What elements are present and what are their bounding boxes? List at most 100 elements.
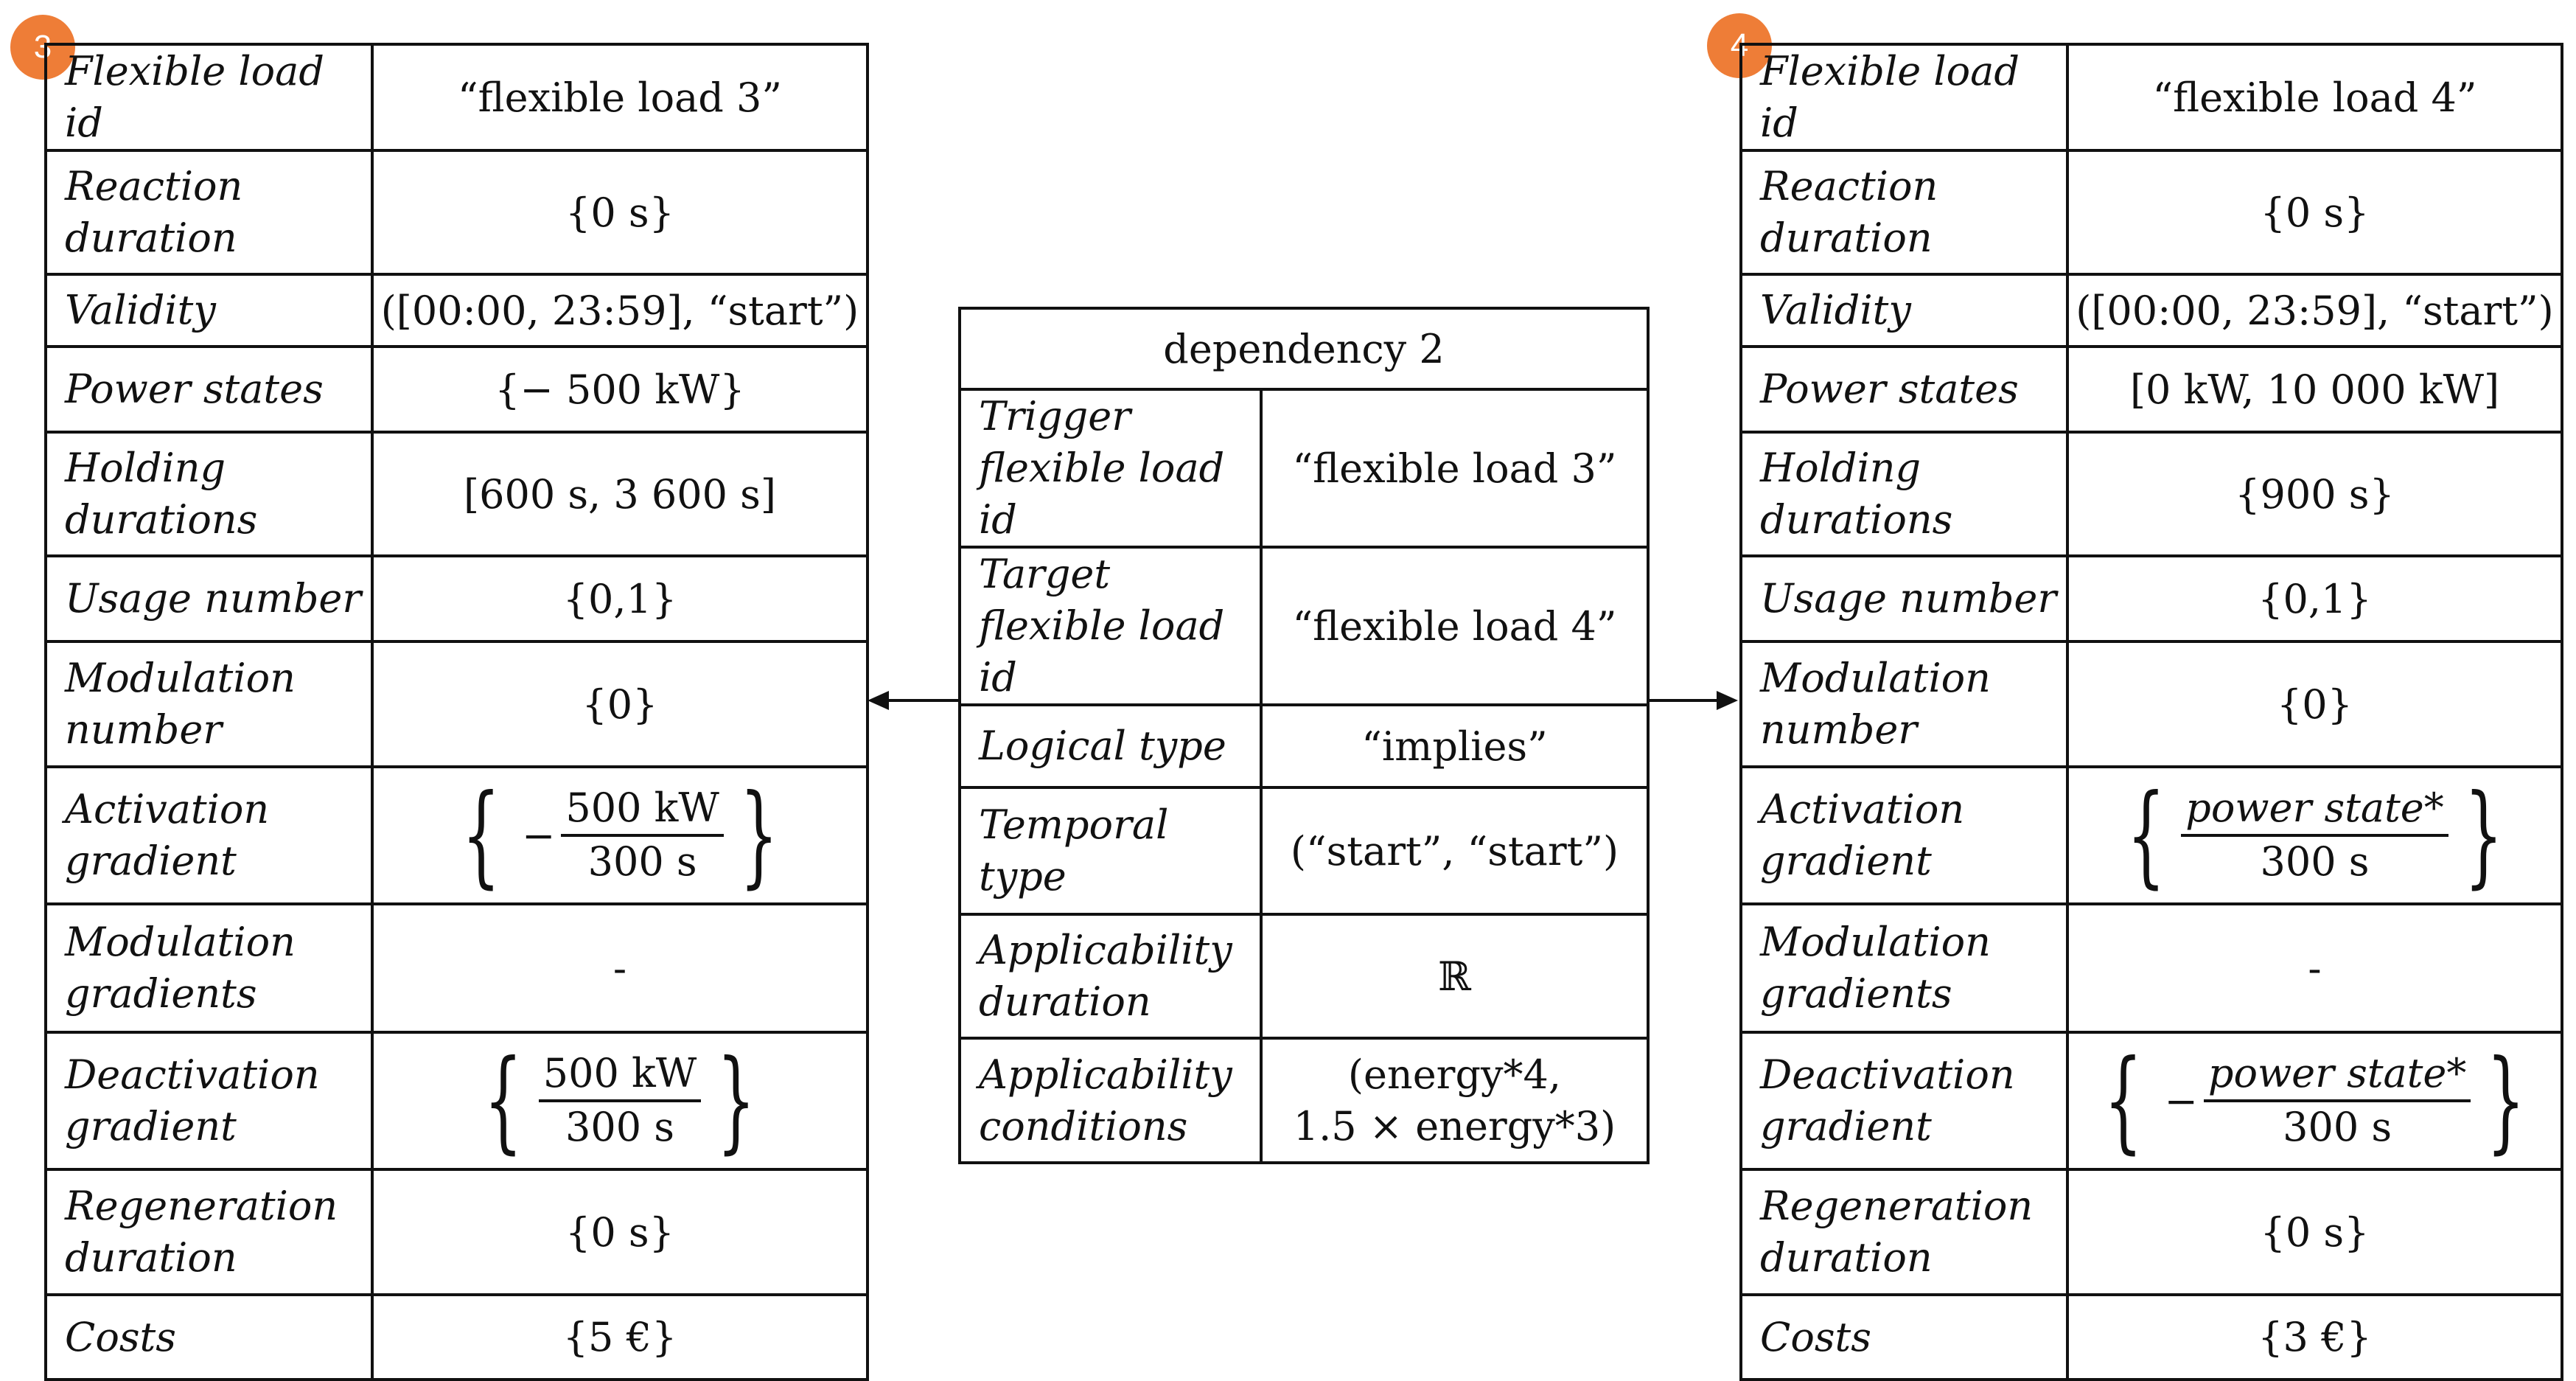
fraction-denominator: 300 s [2283, 1104, 2392, 1150]
attribute-value: {0} [371, 640, 869, 768]
right-brace: } [739, 771, 778, 900]
attribute-label: Costs [44, 1293, 374, 1381]
attribute-label: Power states [44, 345, 374, 434]
fraction-set: {−power state*300 s} [2088, 1046, 2541, 1156]
row-reaction-duration: Reaction duration{0 s} [44, 149, 869, 276]
attribute-value: “flexible load 4” [2066, 43, 2563, 152]
fraction-denominator: 300 s [2260, 838, 2370, 885]
attribute-label: Modulation gradients [44, 902, 374, 1034]
row-applicability-conditions: Applicability conditions(energy*4,1.5 × … [958, 1037, 1650, 1164]
attribute-label: Holding durations [1739, 431, 2069, 557]
attribute-value: {0} [2066, 640, 2563, 768]
right-brace: } [2464, 771, 2503, 900]
attribute-label: Regeneration duration [44, 1168, 374, 1296]
flexible-load-4-table: Flexible load id“flexible load 4”Reactio… [1739, 43, 2563, 1381]
attribute-value: {power state*300 s} [2066, 765, 2563, 905]
row-target-flexible-load-id: Target flexible load id“flexible load 4” [958, 546, 1650, 706]
attribute-value: “flexible load 3” [371, 43, 869, 152]
fraction-numerator: 500 kW [538, 1053, 702, 1102]
attribute-label: Power states [1739, 345, 2069, 434]
left-brace: { [461, 771, 500, 900]
attribute-label: Modulation number [44, 640, 374, 768]
left-brace: { [2126, 771, 2165, 900]
row-modulation-gradients: Modulation gradients- [1739, 902, 2563, 1034]
arrowhead-load-4 [1717, 691, 1738, 710]
attribute-label: Flexible load id [1739, 43, 2069, 152]
row-flexible-load-id: Flexible load id“flexible load 3” [44, 43, 869, 152]
attribute-label: Target flexible load id [958, 546, 1263, 706]
attribute-value: ([00:00, 23:59], “start”) [371, 273, 869, 348]
attribute-label: Deactivation gradient [44, 1031, 374, 1171]
row-validity: Validity([00:00, 23:59], “start”) [44, 273, 869, 348]
attribute-value: {0 s} [2066, 149, 2563, 276]
minus-sign: − [2164, 1077, 2198, 1124]
attribute-value: “flexible load 3” [1260, 388, 1650, 549]
attribute-label: Reaction duration [1739, 149, 2069, 276]
attribute-value: {−power state*300 s} [2066, 1031, 2563, 1171]
row-holding-durations: Holding durations[600 s, 3 600 s] [44, 431, 869, 557]
attribute-label: Modulation gradients [1739, 902, 2069, 1034]
attribute-label: Applicability conditions [958, 1037, 1263, 1164]
attribute-label: Validity [44, 273, 374, 348]
attribute-value: (energy*4,1.5 × energy*3) [1260, 1037, 1650, 1164]
fraction-denominator: 300 s [565, 1104, 674, 1150]
dependency-title-row: dependency 2 [958, 307, 1650, 391]
fraction-numerator: 500 kW [561, 787, 724, 837]
row-regeneration-duration: Regeneration duration{0 s} [1739, 1168, 2563, 1296]
attribute-label: Reaction duration [44, 149, 374, 276]
attribute-label: Applicability duration [958, 913, 1263, 1040]
row-trigger-flexible-load-id: Trigger flexible load id“flexible load 3… [958, 388, 1650, 549]
row-validity: Validity([00:00, 23:59], “start”) [1739, 273, 2563, 348]
attribute-value: “flexible load 4” [1260, 546, 1650, 706]
row-costs: Costs{5 €} [44, 1293, 869, 1381]
left-brace: { [2104, 1037, 2143, 1165]
attribute-label: Deactivation gradient [1739, 1031, 2069, 1171]
attribute-value: {900 s} [2066, 431, 2563, 557]
attribute-label: Activation gradient [44, 765, 374, 905]
attribute-label: Holding durations [44, 431, 374, 557]
attribute-value: - [2066, 902, 2563, 1034]
value-line-2: 1.5 × energy*3) [1293, 1102, 1616, 1149]
fraction-numerator: power state* [2203, 1053, 2471, 1102]
value-line-1: (energy*4, [1347, 1051, 1562, 1098]
attribute-label: Logical type [958, 703, 1263, 789]
attribute-value: ℝ [1260, 913, 1650, 1040]
row-usage-number: Usage number{0,1} [44, 554, 869, 643]
row-modulation-number: Modulation number{0} [44, 640, 869, 768]
row-activation-gradient: Activation gradient{power state*300 s} [1739, 765, 2563, 905]
row-logical-type: Logical type“implies” [958, 703, 1650, 789]
minus-sign: − [522, 812, 556, 859]
attribute-label: Usage number [44, 554, 374, 643]
attribute-value: (“start”, “start”) [1260, 786, 1650, 916]
attribute-value: {0,1} [2066, 554, 2563, 643]
attribute-value: {0,1} [371, 554, 869, 643]
attribute-label: Usage number [1739, 554, 2069, 643]
fraction: power state*300 s [2181, 787, 2448, 883]
attribute-label: Temporal type [958, 786, 1263, 916]
attribute-value: ([00:00, 23:59], “start”) [2066, 273, 2563, 348]
attribute-value: - [371, 902, 869, 1034]
attribute-value: [0 kW, 10 000 kW] [2066, 345, 2563, 434]
right-brace: } [716, 1037, 756, 1165]
row-modulation-gradients: Modulation gradients- [44, 902, 869, 1034]
fraction-set: {power state*300 s} [2111, 780, 2519, 891]
row-temporal-type: Temporal type(“start”, “start”) [958, 786, 1650, 916]
attribute-label: Modulation number [1739, 640, 2069, 768]
fraction-numerator: power state* [2181, 787, 2448, 837]
attribute-label: Costs [1739, 1293, 2069, 1381]
attribute-value: {0 s} [371, 149, 869, 276]
attribute-label: Activation gradient [1739, 765, 2069, 905]
attribute-label: Flexible load id [44, 43, 374, 152]
attribute-value: [600 s, 3 600 s] [371, 431, 869, 557]
dependency-title: dependency 2 [958, 307, 1650, 391]
left-brace: { [484, 1037, 523, 1165]
attribute-value: {0 s} [371, 1168, 869, 1296]
attribute-label: Regeneration duration [1739, 1168, 2069, 1296]
